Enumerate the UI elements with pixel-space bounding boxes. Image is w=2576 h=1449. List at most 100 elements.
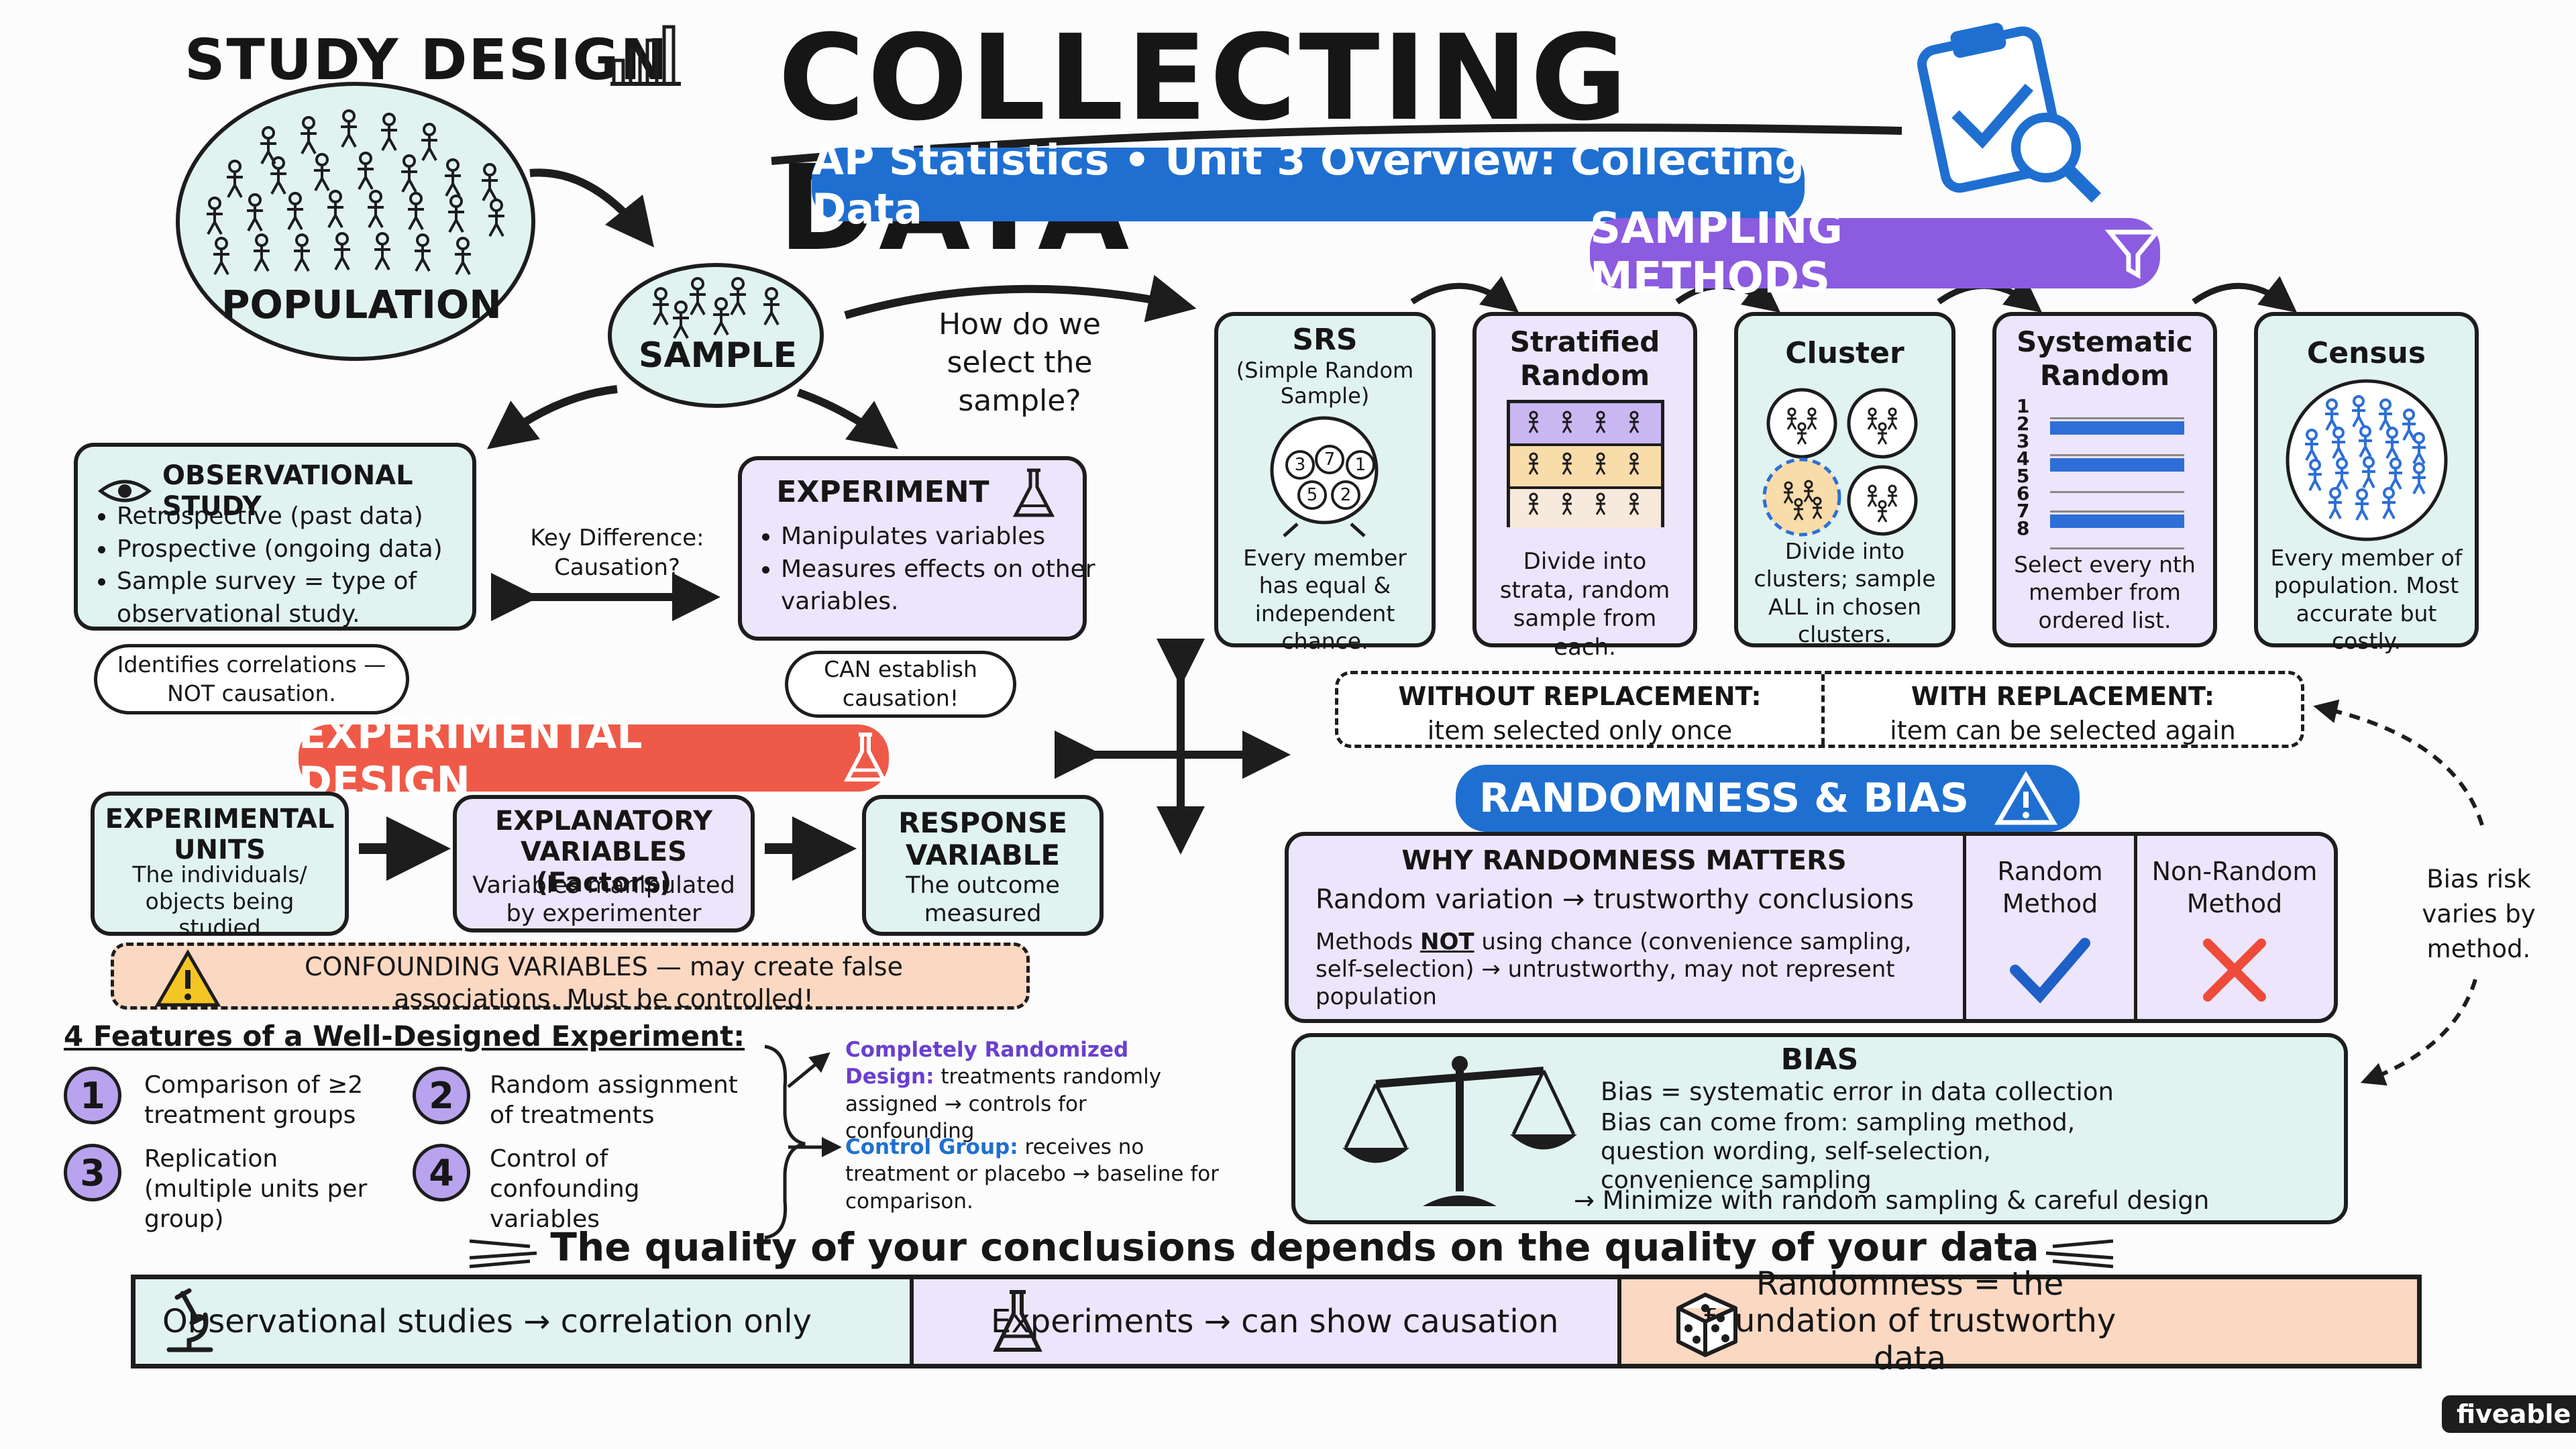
list-number: 3 [2017,430,2030,452]
feature-text: Replication (multiple units per group) [144,1145,368,1233]
confounding-text: CONFOUNDING VARIABLES — may create false… [305,952,903,1014]
observational-title: OBSERVATIONAL STUDY [162,460,413,522]
explanatory-variables-card: EXPLANATORY VARIABLES (Factors) Variable… [453,795,755,932]
lottery-ball: 1 [1346,450,1375,480]
control-title: Control Group: [845,1135,1018,1159]
scales-icon [1342,1056,1577,1206]
strata-people [1527,411,1640,516]
random-method-label: Random Method [1997,857,2103,918]
with-replacement-title: WITH REPLACEMENT: [1911,682,2215,711]
list-number: 4 [2017,447,2030,470]
control-text: receives no treatment or placebo → basel… [845,1135,1219,1214]
feature-number: 4 [413,1144,470,1201]
method-title: Cluster [1785,336,1904,370]
method-card-stratified: Stratified Random Divide into strata, ra… [1472,312,1697,661]
response-variable-card: RESPONSE VARIABLE The outcome measured [862,795,1104,936]
why-title: WHY RANDOMNESS MATTERS [1401,845,1847,876]
sample-label: SAMPLE [638,335,798,376]
without-replacement-title: WITHOUT REPLACEMENT: [1398,682,1762,711]
why-randomness-card: WHY RANDOMNESS MATTERS Random variation … [1285,832,2338,1023]
list-number: 2 [2017,413,2030,435]
experimental-design-banner: EXPERIMENTAL DESIGN [299,711,889,805]
subtitle-banner: AP Statistics • Unit 3 Overview: Collect… [812,136,1805,233]
study-design-label: STUDY DESIGN [184,27,669,93]
explanatory-title: EXPLANATORY VARIABLES (Factors) [494,806,713,898]
x-icon [2203,938,2266,1002]
method-title: Stratified Random [1509,325,1660,392]
units-desc: The individuals/ objects being studied [132,861,307,941]
footer-experiments: Experiments → can show causation [914,1279,1621,1364]
method-desc: Divide into strata, random sample from e… [1499,548,1670,661]
experiment-bullet: Measures effects on other variables. [781,553,1103,619]
footer-exp-text: Experiments → can show causation [991,1303,1559,1340]
flask-icon [993,1290,1042,1352]
feature-number: 1 [64,1067,121,1124]
microscope-icon [166,1288,213,1352]
lottery-ball: 5 [1297,480,1327,510]
units-title: EXPERIMENTAL UNITS [105,804,335,865]
bias-line-3: → Minimize with random sampling & carefu… [1574,1186,2210,1215]
method-subtitle: (Simple Random Sample) [1236,358,1414,409]
method-desc: Every member has equal & independent cha… [1243,545,1407,654]
observational-study-card: OBSERVATIONAL STUDY Retrospective (past … [74,443,476,631]
feature-number: 2 [413,1067,470,1124]
bias-risk-label: Bias risk varies by method. [2422,865,2536,963]
flask-icon [1012,468,1055,517]
completely-randomized-design: Completely Randomized Design: treatments… [845,1036,1221,1144]
eye-icon [97,480,152,502]
replacement-box: WITHOUT REPLACEMENT: item selected only … [1335,671,2304,748]
lottery-ball: 2 [1331,480,1360,510]
with-replacement-desc: item can be selected again [1890,716,2236,746]
observational-bullet: Sample survey = type of observational st… [117,566,492,631]
footer-summary: Observational studies → correlation only… [131,1266,2422,1377]
dice-icon [1676,1293,1737,1357]
experimental-units-card: EXPERIMENTAL UNITS The individuals/ obje… [91,792,349,941]
funnel-icon [2104,229,2162,279]
method-desc: Divide into clusters; sample ALL in chos… [1754,538,1936,647]
method-card-systematic: Systematic Random 1 2 3 4 5 6 7 8 Select… [1992,312,2217,647]
bias-line-1: Bias = systematic error in data collecti… [1601,1077,2114,1106]
feature-number: 3 [64,1144,121,1201]
response-title: RESPONSE VARIABLE [898,806,1067,872]
experimental-design-label: EXPERIMENTAL DESIGN [299,711,643,805]
warning-icon [154,949,221,1007]
sample-question: How do we select the sample? [938,307,1101,419]
list-number: 1 [2017,395,2030,417]
with-replacement: WITH REPLACEMENT: item can be selected a… [1825,680,2301,749]
strata-grid [1507,400,1664,528]
flask-icon [844,733,887,782]
crd-text: treatments randomly assigned → controls … [845,1065,1162,1143]
experiment-title: EXPERIMENT [776,475,989,509]
sampling-banner-label: SAMPLING METHODS [1590,203,1843,303]
experiment-note: CAN establish causation! [785,651,1016,718]
methods-not-random: Methods NOT using chance (convenience sa… [1316,928,1960,1010]
systematic-list-numbers: 1 2 3 4 5 6 7 8 [2017,395,2043,538]
without-replacement: WITHOUT REPLACEMENT: item selected only … [1338,680,1821,749]
list-number: 5 [2017,465,2030,487]
feature-text: Random assignment of treatments [490,1071,738,1129]
observational-bullet: Prospective (ongoing data) [117,533,492,566]
bias-line-2: Bias can come from: sampling method, que… [1601,1109,2076,1195]
cluster-groups-icon [1762,388,1918,537]
bias-card: BIAS Bias = systematic error in data col… [1291,1033,2348,1224]
method-title: Census [2306,336,2426,370]
feature-text: Control of confounding variables [490,1145,640,1233]
feature-text: Comparison of ≥2 treatment groups [144,1071,364,1129]
key-difference-label: Key Difference: Causation? [530,525,704,582]
experiment-bullet: Manipulates variables [781,521,1103,553]
features-title: 4 Features of a Well-Designed Experiment… [64,1020,745,1053]
bias-title: BIAS [1780,1042,1859,1077]
column-divider [1963,836,1966,1019]
warning-icon [1994,771,2058,825]
lottery-ball: 7 [1315,445,1344,474]
explanatory-desc: Variables manipulated by experimenter [472,872,735,927]
list-number: 6 [2017,482,2030,504]
methods-not: NOT [1420,928,1474,955]
randomness-banner-label: RANDOMNESS & BIAS [1479,775,1970,822]
without-replacement-desc: item selected only once [1427,716,1733,746]
footer-obs-text: Observational studies → correlation only [162,1303,812,1340]
footer-rand-text: Randomness = the foundation of trustwort… [1703,1265,2116,1377]
response-desc: The outcome measured [906,872,1060,927]
nonrandom-method-label: Non-Random Method [2151,857,2318,918]
randomness-bias-banner: RANDOMNESS & BIAS [1456,765,2080,832]
